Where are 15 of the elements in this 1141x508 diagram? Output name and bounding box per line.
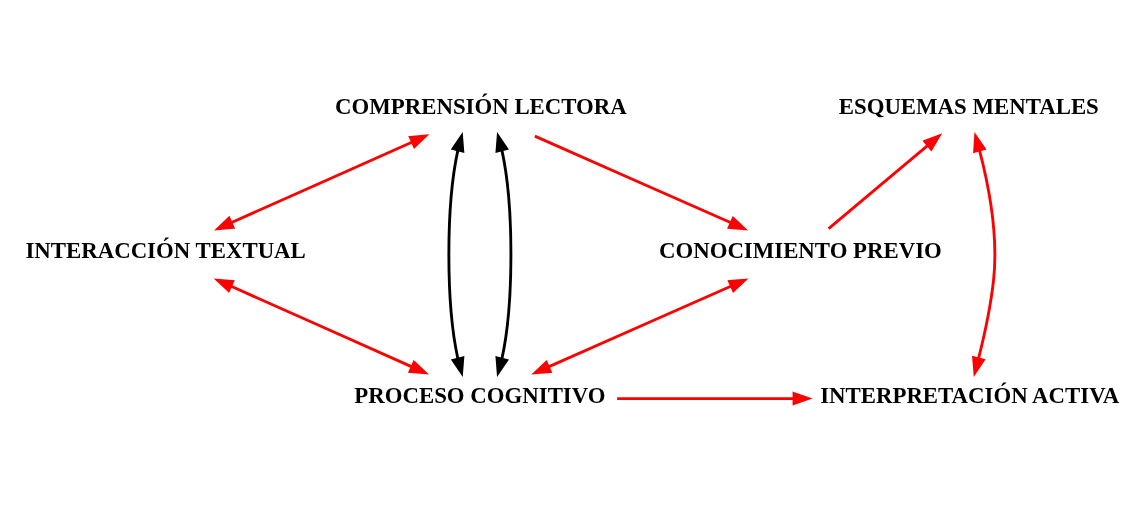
node-text: COMPRENSIÓN LECTORA — [335, 93, 627, 119]
node-text: CONOCIMIENTO PREVIO — [658, 238, 942, 263]
arrow — [972, 131, 997, 377]
arrow — [531, 277, 749, 374]
arrow — [213, 277, 430, 374]
arrow — [534, 134, 749, 230]
arrow — [495, 131, 513, 377]
arrow — [617, 391, 813, 406]
node-text: ESQUEMAS MENTALES — [838, 93, 1099, 119]
arrow — [214, 133, 430, 230]
node-text: INTERPRETACIÓN ACTIVA — [820, 382, 1120, 408]
node-text: INTERACCIÓN TEXTUAL — [25, 238, 306, 263]
node-text: PROCESO COGNITIVO — [354, 382, 606, 408]
arrow — [447, 131, 465, 377]
arrow — [827, 132, 943, 230]
